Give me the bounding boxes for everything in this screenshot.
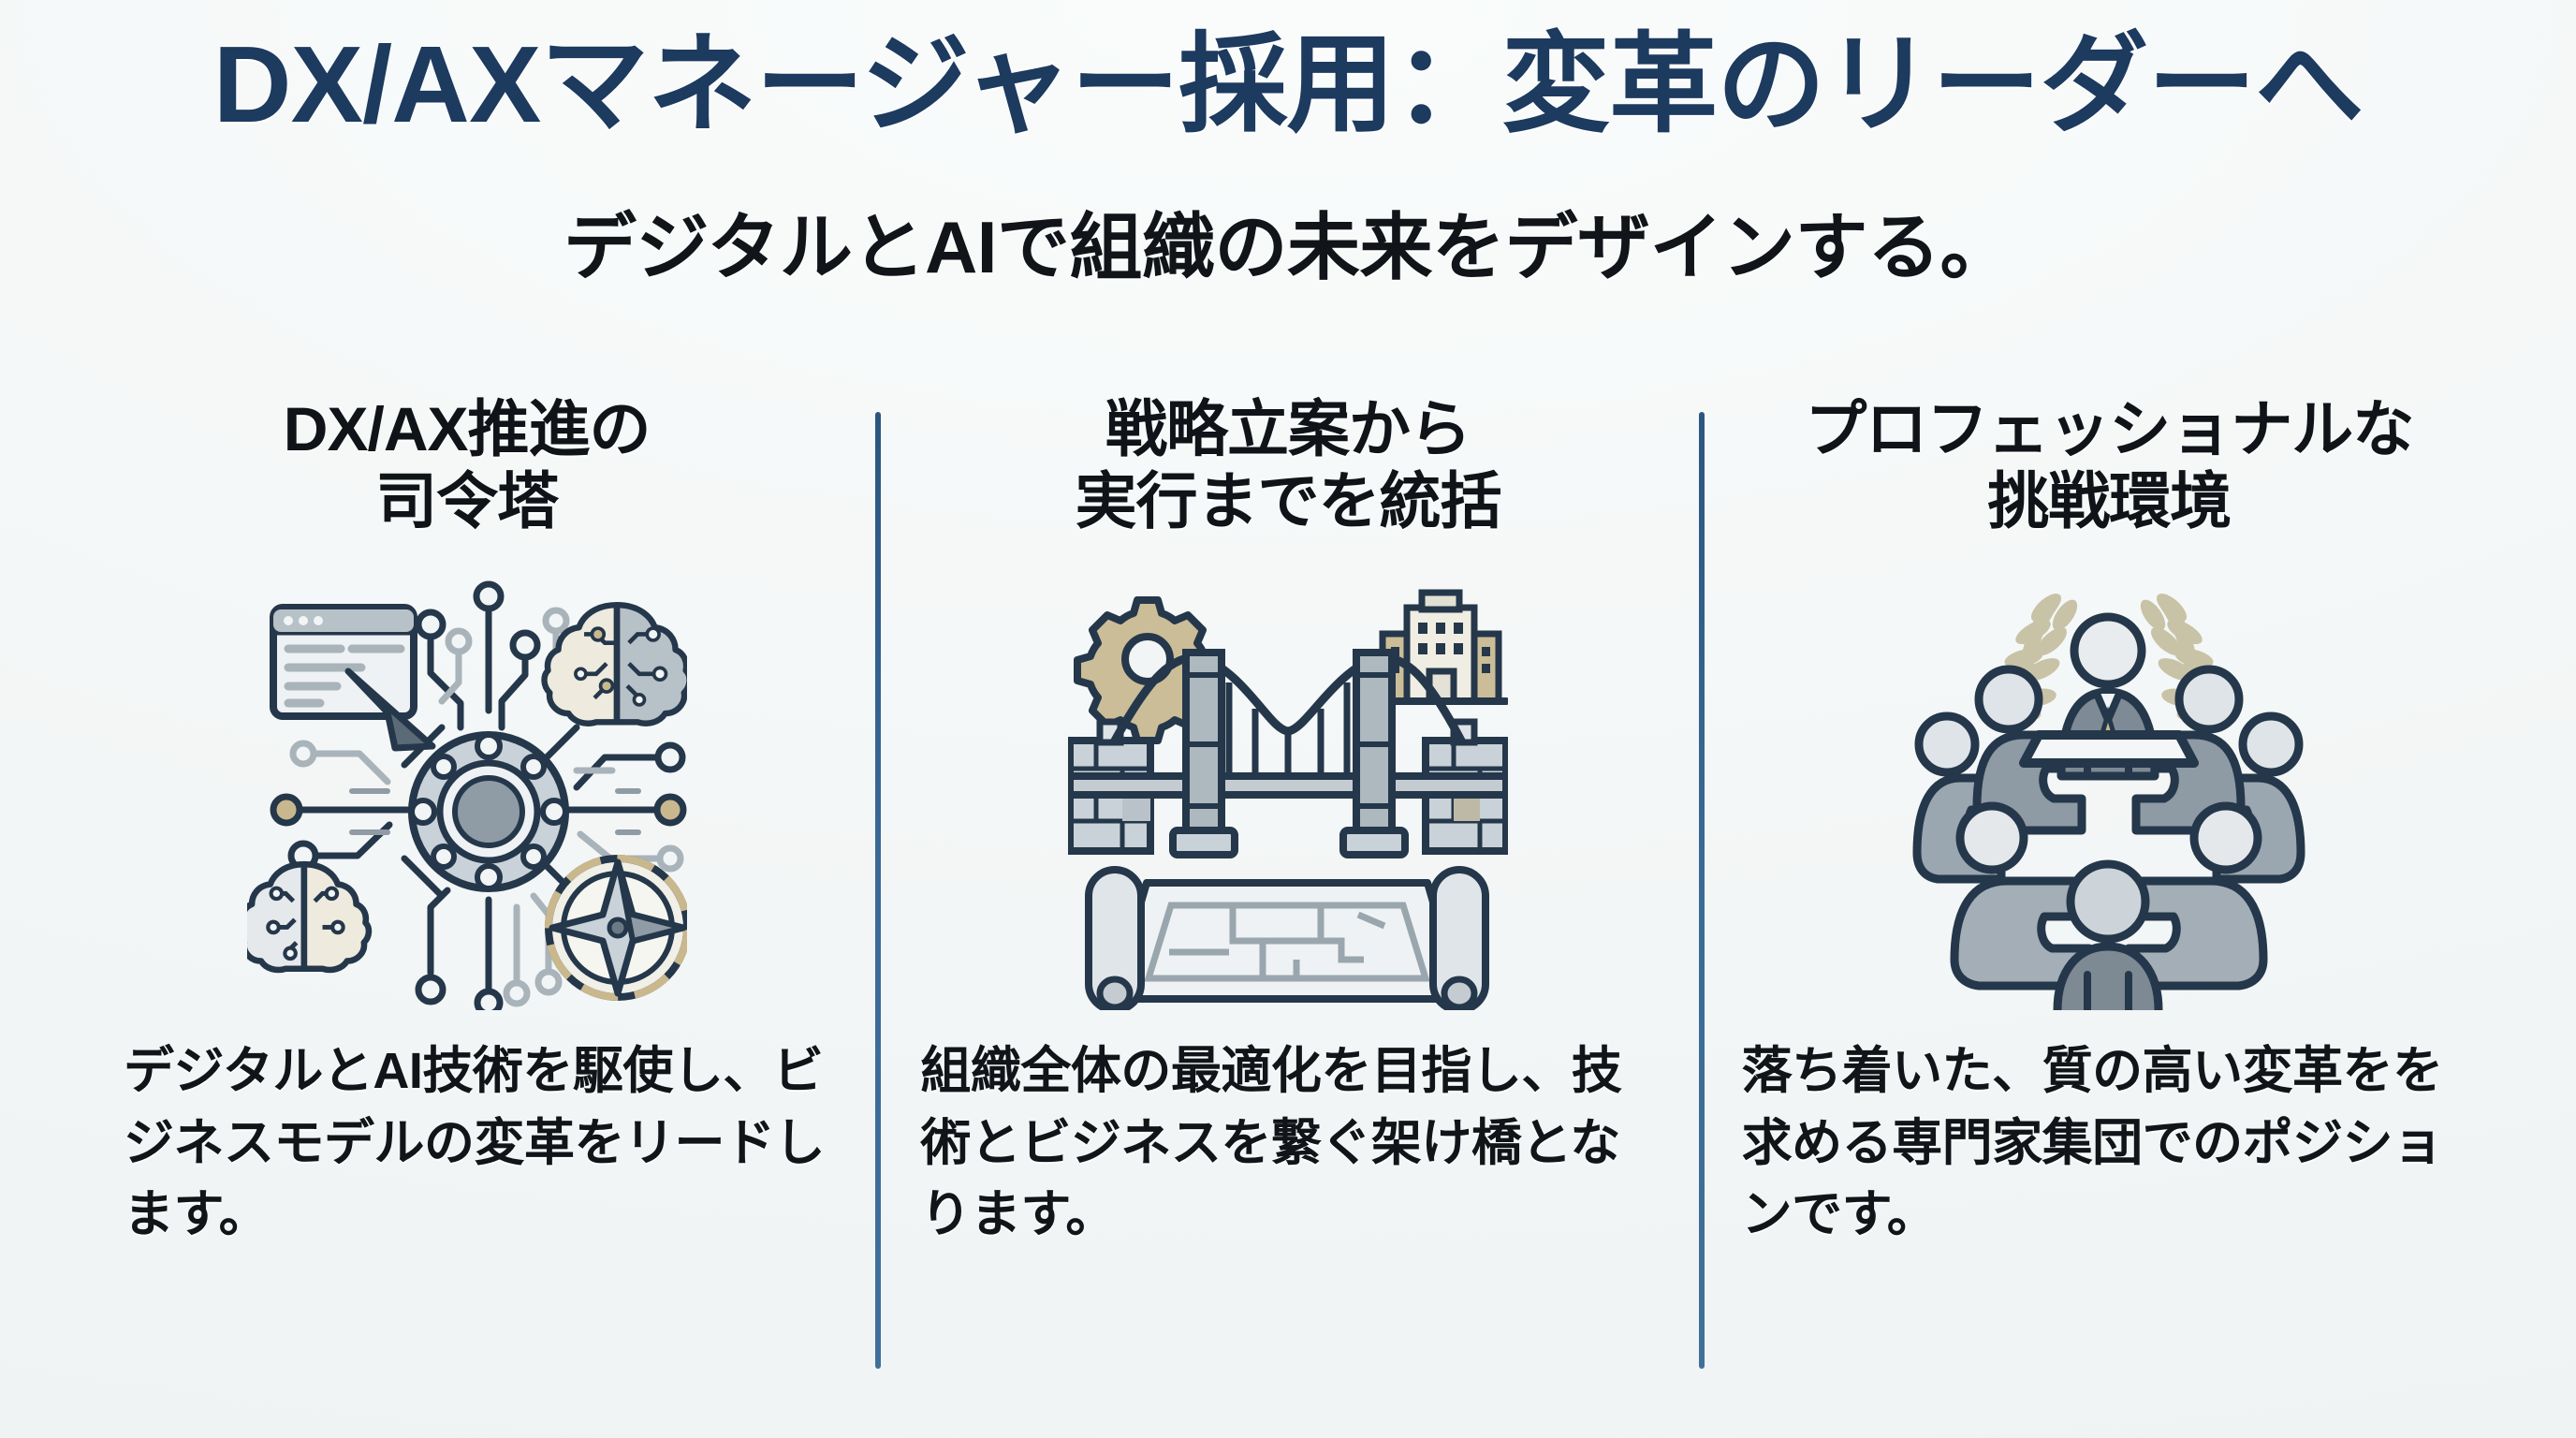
column-2-body: 組織全体の最適化を目指し、技術とビジネスを繋ぐ架け橋となります。 xyxy=(920,1043,1622,1243)
column-2-heading: 戦略立案から 実行までを統括 xyxy=(1075,393,1501,550)
suspension-bridge-blueprint-icon xyxy=(1063,565,1513,1015)
column-2-heading-line1: 戦略立案から xyxy=(1105,394,1471,463)
column-3-heading: プロフェッショナルな 挑戦環境 xyxy=(1805,393,2414,550)
column-divider-1 xyxy=(875,412,881,1369)
column-3-body: 落ち着いた、質の高い変革をを求める専門家集団でのポジションです。 xyxy=(1741,1043,2444,1243)
column-1-heading-line1: DX/AX推進の xyxy=(283,394,651,463)
page-subtitle: デジタルとAIで組織の未来をデザインする。 xyxy=(564,206,2012,288)
feature-column-3: プロフェッショナルな 挑戦環境 xyxy=(1699,393,2520,1386)
column-2-heading-line2: 実行までを統括 xyxy=(1075,465,1501,536)
blueprint-scroll-icon xyxy=(1084,866,1489,1010)
column-3-heading-line1: プロフェッショナルな xyxy=(1805,394,2414,463)
column-1-heading: DX/AX推進の 司令塔 xyxy=(284,393,651,550)
feature-column-2: 戦略立案から 実行までを統括 xyxy=(877,393,1698,1386)
feature-column-1: DX/AX推進の 司令塔 xyxy=(56,393,877,1386)
page-title: DX/AXマネージャー採用：変革のリーダーへ xyxy=(212,23,2364,145)
feature-columns: DX/AX推進の 司令塔 xyxy=(56,393,2520,1386)
column-1-heading-line2: 司令塔 xyxy=(375,465,559,536)
column-1-body: デジタルとAI技術を駆使し、ビジネスモデルの変革をリードします。 xyxy=(124,1043,826,1243)
column-divider-2 xyxy=(1699,412,1705,1369)
column-3-heading-line2: 挑戦環境 xyxy=(1987,465,2232,536)
roundtable-team-laurel-icon xyxy=(1884,565,2334,1015)
ai-command-center-hub-icon xyxy=(242,565,692,1015)
